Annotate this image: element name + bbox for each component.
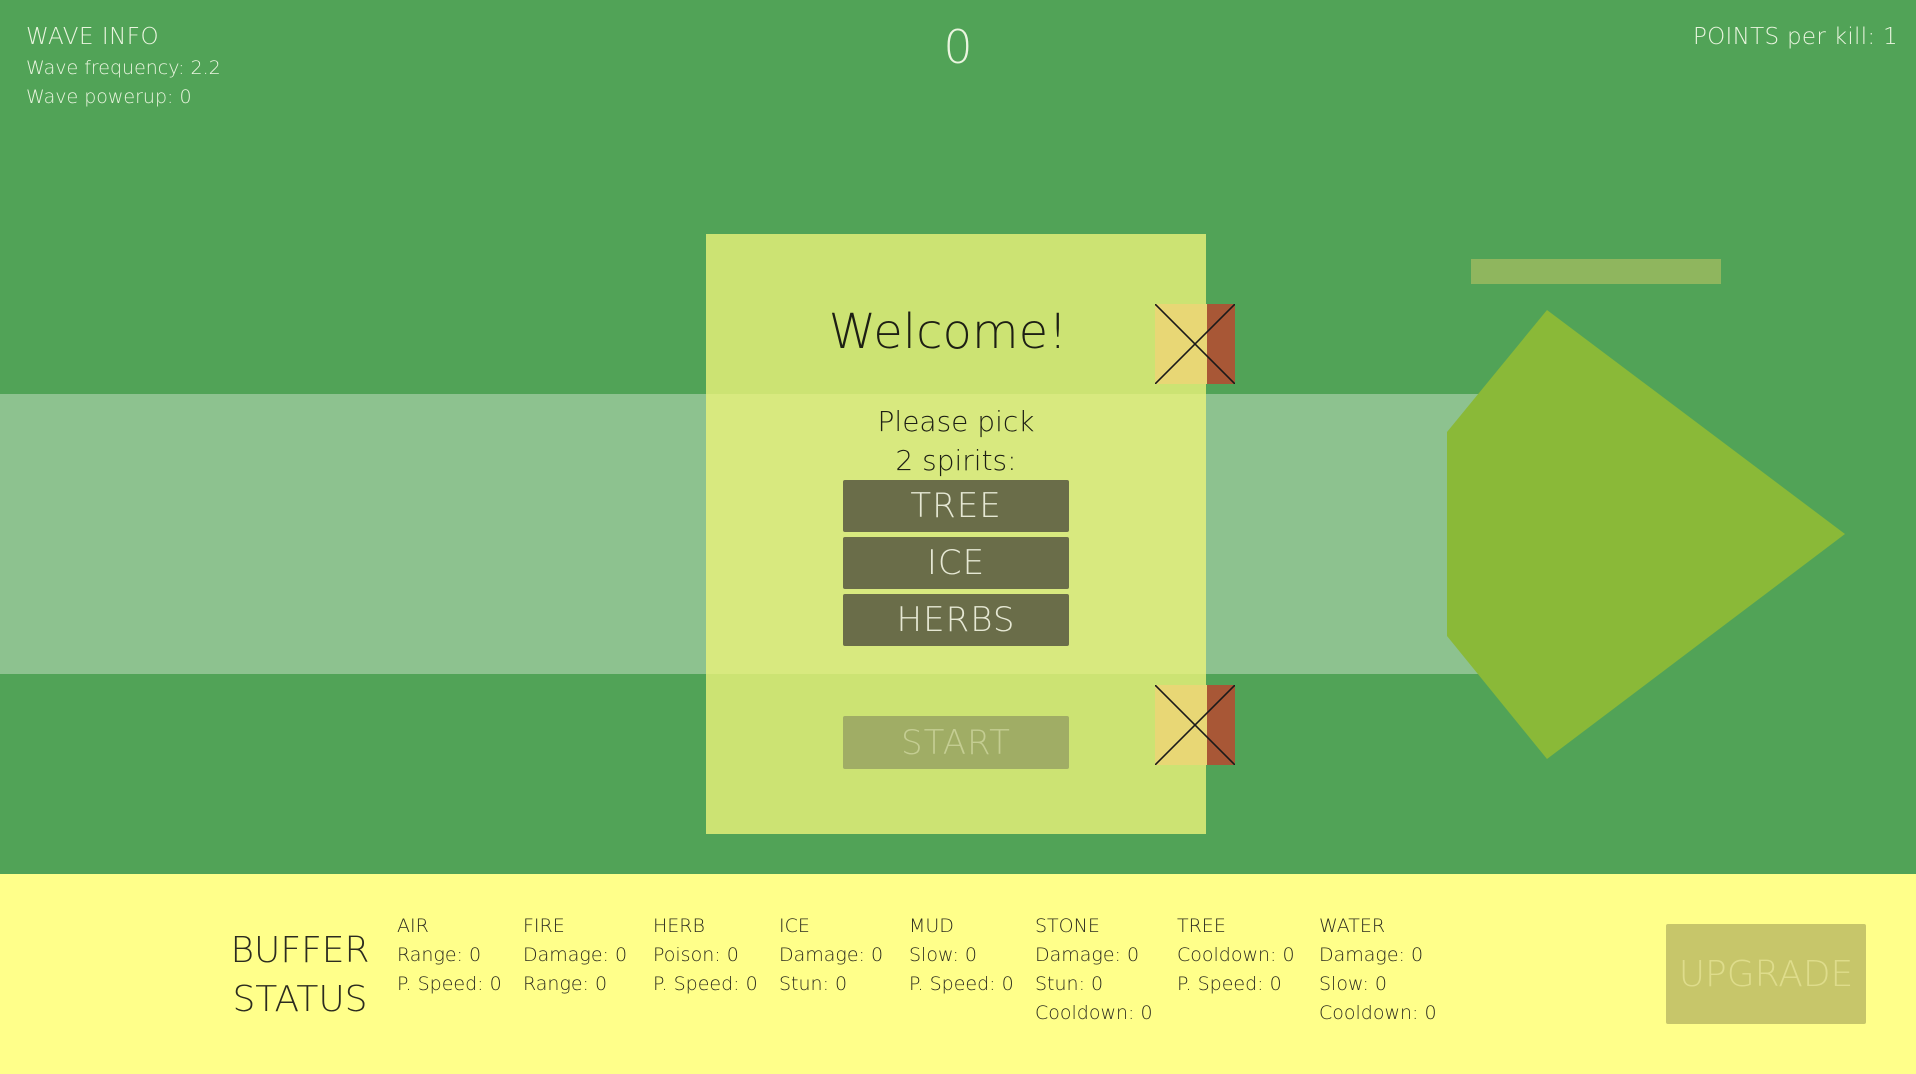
buffer-stat: P. Speed: 0	[397, 973, 502, 995]
buffer-stat: Cooldown: 0	[1319, 1002, 1437, 1024]
buffer-stat: P. Speed: 0	[1177, 973, 1282, 995]
buffer-column-fire: FIRE Damage: 0 Range: 0	[523, 912, 627, 999]
buffer-column-water: WATER Damage: 0 Slow: 0 Cooldown: 0	[1319, 912, 1437, 1028]
buffer-column-herb: HERB Poison: 0 P. Speed: 0	[653, 912, 758, 999]
buffer-stat: P. Speed: 0	[909, 973, 1014, 995]
dialog-prompt: Please pick 2 spirits:	[706, 402, 1206, 480]
buffer-column-stone: STONE Damage: 0 Stun: 0 Cooldown: 0	[1035, 912, 1153, 1028]
buffer-title-line-2: STATUS	[232, 979, 368, 1020]
buffer-status-title: BUFFER STATUS	[230, 926, 370, 1024]
upgrade-button[interactable]: UPGRADE	[1666, 924, 1866, 1024]
wave-powerup: Wave powerup: 0	[26, 86, 192, 108]
buffer-column-name: STONE	[1035, 915, 1100, 937]
buffer-stat: Cooldown: 0	[1035, 1002, 1153, 1024]
buffer-stat: Range: 0	[397, 944, 482, 966]
buffer-column-name: FIRE	[523, 915, 565, 937]
start-button[interactable]: START	[843, 716, 1069, 769]
buffer-stat: Damage: 0	[1035, 944, 1140, 966]
buffer-column-name: HERB	[653, 915, 705, 937]
buffer-stat: Damage: 0	[523, 944, 628, 966]
spirit-ice-button[interactable]: ICE	[843, 537, 1069, 589]
spirit-herbs-button[interactable]: HERBS	[843, 594, 1069, 646]
dialog-title: Welcome!	[828, 304, 1068, 360]
wave-info-panel: WAVE INFO Wave frequency: 2.2 Wave power…	[26, 24, 221, 108]
close-icon[interactable]	[1155, 685, 1235, 765]
buffer-stat: Stun: 0	[1035, 973, 1104, 995]
player-base	[1447, 310, 1845, 759]
buffer-column-name: TREE	[1177, 915, 1226, 937]
buffer-stat: Slow: 0	[1319, 973, 1387, 995]
buffer-title-line-1: BUFFER	[230, 930, 370, 971]
buffer-stat: Range: 0	[523, 973, 608, 995]
buffer-stat: Cooldown: 0	[1177, 944, 1295, 966]
buffer-column-name: WATER	[1319, 915, 1386, 937]
close-icon[interactable]	[1155, 304, 1235, 384]
buffer-column-ice: ICE Damage: 0 Stun: 0	[779, 912, 883, 999]
buffer-stat: Stun: 0	[779, 973, 848, 995]
buffer-column-mud: MUD Slow: 0 P. Speed: 0	[909, 912, 1014, 999]
points-per-kill: POINTS per kill: 1	[1692, 24, 1898, 50]
wave-info-title: WAVE INFO	[26, 24, 160, 50]
spirit-tree-button[interactable]: TREE	[843, 480, 1069, 532]
score-counter: 0	[943, 20, 973, 74]
buffer-column-tree: TREE Cooldown: 0 P. Speed: 0	[1177, 912, 1295, 999]
buffer-column-air: AIR Range: 0 P. Speed: 0	[397, 912, 502, 999]
buffer-status-bar: BUFFER STATUS AIR Range: 0 P. Speed: 0 F…	[0, 874, 1916, 1074]
buffer-column-name: AIR	[397, 915, 429, 937]
buffer-stat: Damage: 0	[779, 944, 884, 966]
wave-frequency: Wave frequency: 2.2	[26, 57, 221, 79]
prompt-line-2: 2 spirits:	[895, 444, 1017, 477]
welcome-dialog: Welcome! Please pick 2 spirits: TREE ICE…	[706, 234, 1235, 834]
buffer-column-name: ICE	[779, 915, 810, 937]
buffer-stat: P. Speed: 0	[653, 973, 758, 995]
buffer-column-name: MUD	[909, 915, 954, 937]
buffer-stat: Slow: 0	[909, 944, 977, 966]
buffer-stat: Damage: 0	[1319, 944, 1424, 966]
base-health-bar	[1471, 259, 1721, 284]
buffer-stat: Poison: 0	[653, 944, 739, 966]
prompt-line-1: Please pick	[877, 405, 1035, 438]
